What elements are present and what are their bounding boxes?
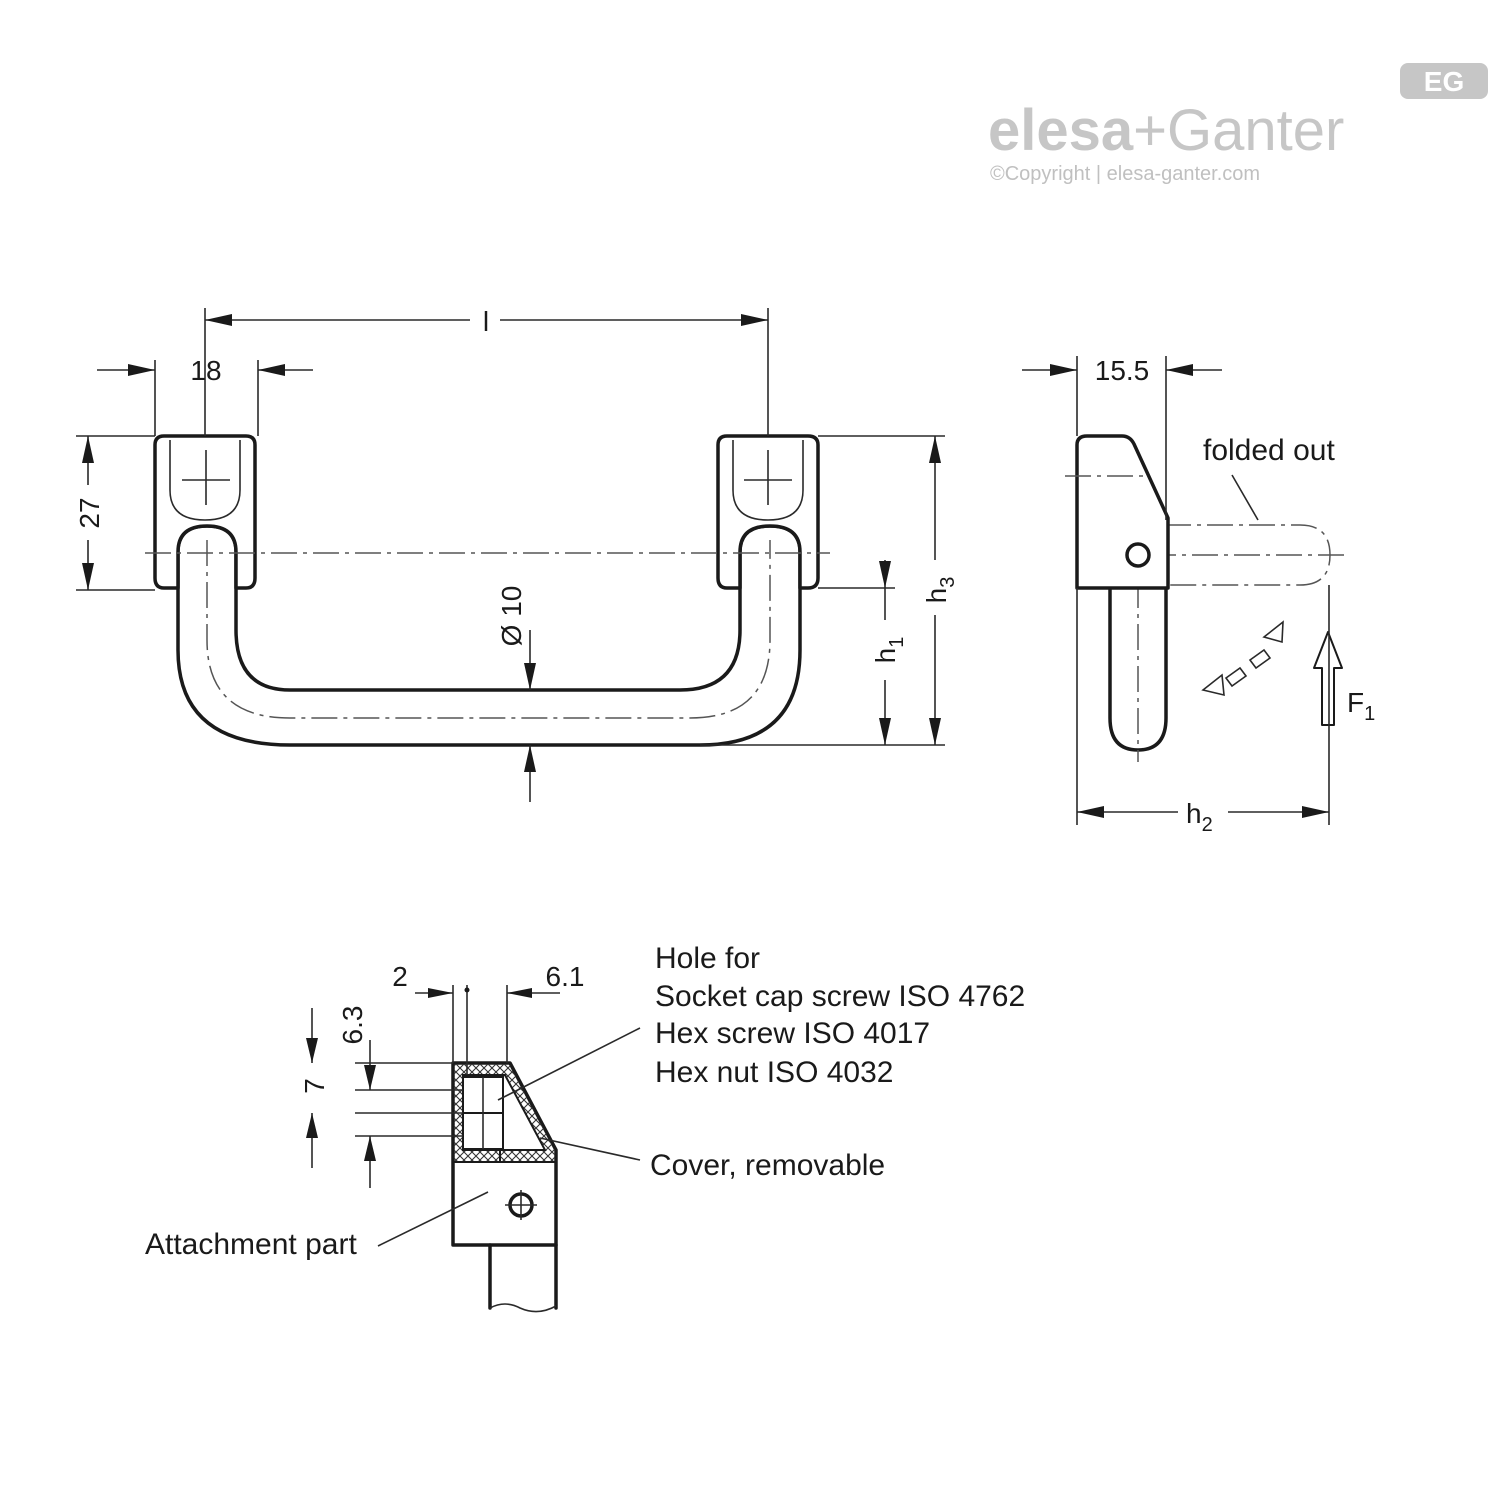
left-mount-block — [153, 434, 257, 590]
svg-text:F1: F1 — [1347, 687, 1375, 725]
dim-h3-sub: 3 — [937, 577, 959, 588]
detail-shaft — [488, 1243, 558, 1310]
dim-l-label: l — [483, 306, 489, 337]
copyright-text: ©Copyright | elesa-ganter.com — [990, 163, 1260, 185]
force-sub: 1 — [1364, 703, 1375, 725]
folded-out-label: folded out — [1203, 434, 1335, 467]
side-view: 15.5 folded out F1 h2 — [1022, 355, 1375, 836]
svg-text:h2: h2 — [1186, 798, 1213, 836]
cover-label: Cover, removable — [650, 1149, 885, 1182]
svg-text:elesa+Ganter: elesa+Ganter — [988, 98, 1344, 163]
dim-h2-sub: 2 — [1202, 814, 1213, 836]
brand-plus: + — [1133, 98, 1167, 163]
eg-badge-text: EG — [1424, 66, 1464, 97]
elesa-ganter-logo: EG elesa+Ganter ©Copyright | elesa-gante… — [988, 63, 1488, 185]
svg-text:h3: h3 — [921, 577, 959, 604]
dim-h1-label: h — [870, 648, 901, 664]
hole-label-1: Hole for — [655, 942, 760, 975]
handle-bar-outline — [176, 524, 802, 747]
dim-15-5-label: 15.5 — [1095, 355, 1150, 386]
dim-27-label: 27 — [74, 497, 105, 528]
svg-text:h1: h1 — [870, 637, 908, 664]
dim-7-label: 7 — [299, 1078, 330, 1094]
front-view: l 18 27 Ø 10 h1 — [74, 306, 959, 802]
dim-18-label: 18 — [190, 355, 221, 386]
dim-6-3-label: 6.3 — [337, 1006, 368, 1045]
pivot-pin — [1125, 542, 1151, 568]
dim-6-1-label: 6.1 — [546, 961, 585, 992]
brand-elesa: elesa — [988, 98, 1134, 163]
detail-section: 2 6.1 6.3 7 Hole for Socket cap screw IS… — [145, 942, 1025, 1313]
eg-badge — [1400, 63, 1488, 99]
dim-d10-label: Ø 10 — [496, 586, 527, 647]
dim-h1-sub: 1 — [886, 637, 908, 648]
side-mount-block — [1075, 434, 1170, 590]
hole-label-4: Hex nut ISO 4032 — [655, 1056, 893, 1089]
dim-h3-label: h — [921, 588, 952, 604]
rotation-arrow-icon — [1201, 620, 1284, 697]
force-arrow-icon — [1313, 631, 1343, 726]
handle-centerline — [206, 540, 771, 719]
brand-ganter: Ganter — [1167, 98, 1344, 163]
hole-label-3: Hex screw ISO 4017 — [655, 1017, 930, 1050]
cover-section — [452, 1062, 557, 1163]
dim-2-label: 2 — [392, 961, 408, 992]
right-mount-block — [716, 434, 820, 590]
dim-h2-label: h — [1186, 798, 1202, 829]
force-label: F — [1347, 687, 1364, 718]
hole-label-2: Socket cap screw ISO 4762 — [655, 980, 1025, 1013]
attachment-label: Attachment part — [145, 1228, 357, 1261]
